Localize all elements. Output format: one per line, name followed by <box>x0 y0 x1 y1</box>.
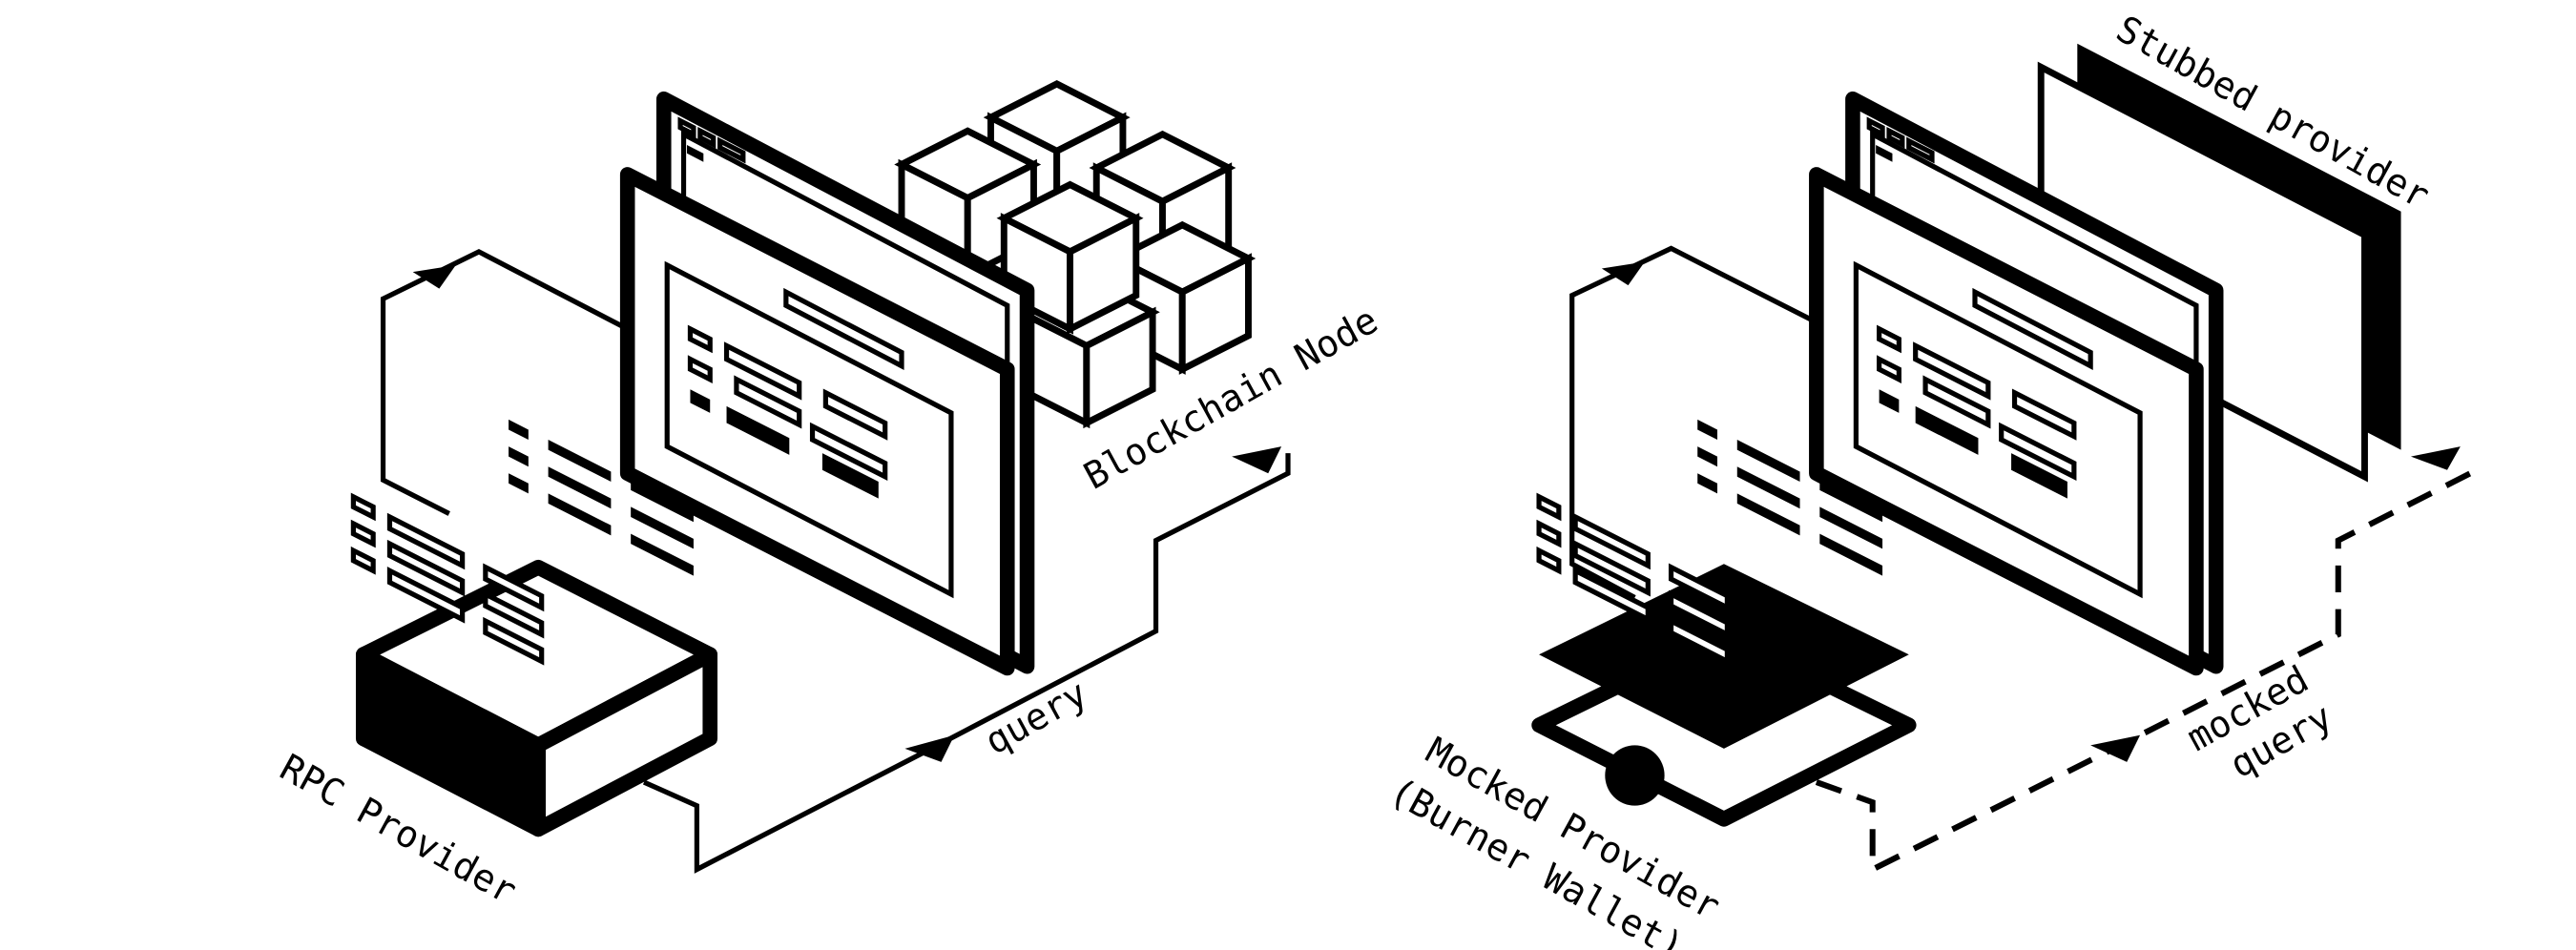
rpc-to-browser-line <box>380 249 629 516</box>
query-label: query <box>978 671 1094 763</box>
arrow-head-icon <box>1601 261 1645 286</box>
arrow-head-icon <box>2090 734 2141 762</box>
arrow-head-icon <box>1232 446 1282 474</box>
wallet-to-browser-line <box>1569 245 1818 600</box>
arrow-head-icon <box>904 734 955 762</box>
query-line <box>642 453 1291 874</box>
arrow-head-icon <box>2410 446 2461 470</box>
right-panel: Mocked Provider (Burner Wallet) Stubbed … <box>1382 8 2472 950</box>
left-panel: RPC Provider Blockchain Node query <box>273 84 1385 914</box>
arrow-head-icon <box>412 265 456 289</box>
